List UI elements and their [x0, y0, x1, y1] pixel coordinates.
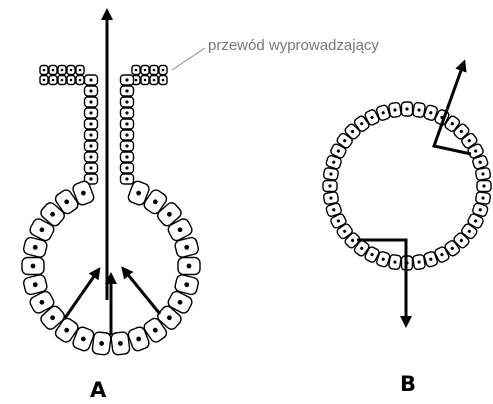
surface-cell — [67, 76, 75, 85]
duct-label: przewód wyprowadzający — [208, 37, 379, 54]
surface-cell — [40, 76, 48, 85]
panel-b-endocrine-follicle — [323, 65, 491, 322]
surface-cell — [49, 66, 57, 75]
surface-cell — [141, 76, 149, 85]
follicle-cell — [323, 192, 339, 205]
surface-cell — [150, 76, 158, 85]
duct-cell — [85, 141, 98, 151]
duct-cell — [85, 119, 98, 129]
duct-cell — [121, 86, 134, 96]
duct-cell — [121, 119, 134, 129]
follicle-cell — [402, 102, 413, 116]
duct-cell — [85, 86, 98, 96]
acinar-cell — [111, 331, 131, 355]
acinar-cell — [92, 331, 112, 355]
surface-cell — [159, 66, 167, 75]
surface-cell — [150, 66, 158, 75]
secretion-arrow-right — [125, 271, 160, 314]
surface-cell — [132, 66, 140, 75]
acinar-cell — [22, 258, 44, 275]
duct-cell — [121, 174, 134, 184]
surface-epithelium — [40, 66, 167, 85]
duct-cell — [121, 108, 134, 118]
surface-cell — [141, 66, 149, 75]
surface-cell — [159, 76, 167, 85]
follicle-cell — [477, 181, 491, 192]
panel-b-label: B — [400, 372, 416, 396]
acinar-cell — [178, 258, 200, 275]
surface-cell — [40, 66, 48, 75]
duct-cell — [85, 75, 98, 85]
follicle-cell — [323, 181, 337, 192]
duct-cell — [121, 152, 134, 162]
duct-cell — [121, 141, 134, 151]
secretion-arrow-left — [65, 272, 97, 318]
follicle-cell — [413, 254, 426, 270]
panel-a-label: A — [90, 378, 106, 402]
duct-cell — [85, 97, 98, 107]
duct-cell — [121, 97, 134, 107]
surface-cell — [76, 76, 84, 85]
duct-cell — [121, 163, 134, 173]
duct-cell — [85, 152, 98, 162]
duct-cell — [85, 163, 98, 173]
surface-cell — [58, 76, 66, 85]
follicle-cell — [475, 167, 491, 180]
excretory-duct — [85, 75, 134, 184]
duct-cell — [121, 130, 134, 140]
surface-cell — [49, 76, 57, 85]
duct-cell — [85, 130, 98, 140]
duct-label-leader — [172, 48, 205, 70]
surface-cell — [76, 66, 84, 75]
surface-cell — [58, 66, 66, 75]
panel-a-exocrine-gland — [22, 14, 200, 355]
duct-cell — [85, 108, 98, 118]
surface-cell — [67, 66, 75, 75]
follicle-cell — [388, 102, 401, 118]
duct-cell — [121, 75, 134, 85]
